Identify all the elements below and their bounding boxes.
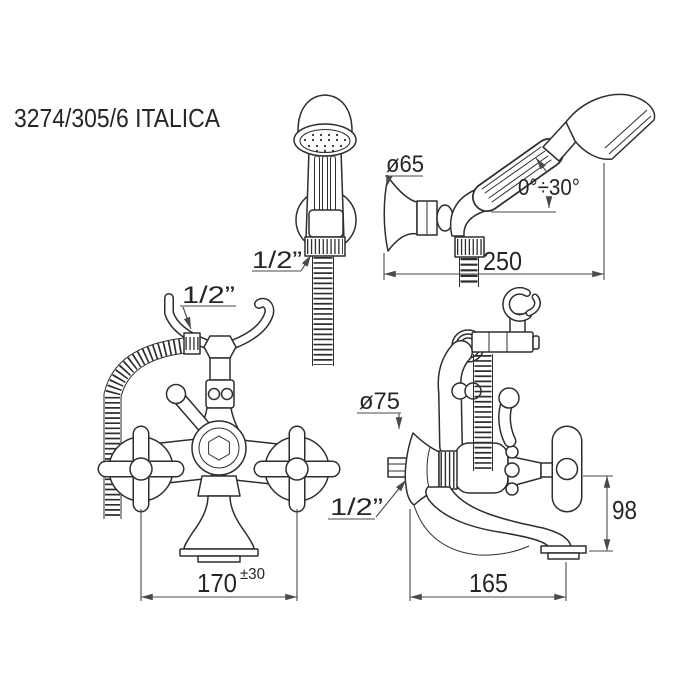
side-inlet-thread-label: 1/2”	[330, 494, 383, 521]
diverter-lever	[174, 393, 212, 435]
inlet-tolerance-label: ±30	[240, 566, 265, 583]
ring-collar	[308, 209, 344, 238]
flexible-hose-side	[473, 354, 493, 471]
spray-holes	[303, 133, 347, 153]
cradle-hex-nut	[203, 335, 237, 359]
mixer-side-view	[387, 286, 587, 560]
spout-outlet	[540, 545, 587, 554]
riser-tube	[439, 341, 472, 457]
inlet-distance-label: 170	[197, 568, 237, 598]
handshower-in-ring-view	[293, 94, 357, 366]
spray-face	[299, 129, 351, 153]
holder-hose-thread-label: 1/2”	[252, 247, 302, 274]
drawing-title: 3274/305/6 ITALICA	[14, 103, 221, 133]
cradle-arm	[471, 331, 534, 353]
bracket-flange-diameter-label: ø65	[386, 151, 424, 178]
bracket-tilt-angle-label: 0°÷30°	[518, 174, 580, 200]
dimension-lines	[140, 157, 613, 601]
shower-head-side	[565, 93, 656, 161]
front-outlet-thread-label: 1/2”	[182, 282, 235, 309]
spout-reach-label: 165	[469, 568, 508, 598]
mixer-front-view	[97, 293, 341, 563]
bracket-flange	[383, 176, 418, 252]
spout-bell	[183, 495, 255, 550]
bath-spout	[425, 486, 572, 548]
bracket-reach-label: 250	[483, 246, 522, 276]
hanging-hook	[503, 288, 531, 321]
center-boss	[191, 420, 247, 476]
side-flange-diameter-label: ø75	[359, 388, 400, 415]
hose-connection-nut	[183, 332, 201, 355]
cradle-right-prong	[230, 299, 273, 348]
hex-socket	[208, 435, 230, 461]
spout-height-label: 98	[612, 495, 637, 525]
hose	[312, 256, 334, 366]
